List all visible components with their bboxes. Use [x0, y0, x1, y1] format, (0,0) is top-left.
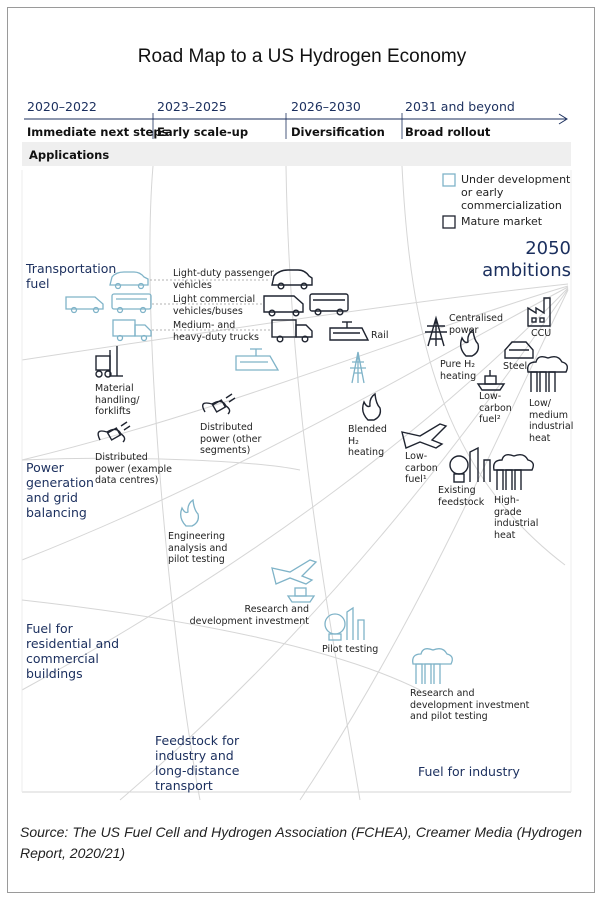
industrial-heat-rd-icon [412, 648, 453, 684]
label-rd-investment: Research and development investment [189, 604, 309, 627]
plug-icon [202, 393, 236, 415]
phase-years-2: 2023–2025 [157, 99, 227, 114]
label-low-carbon-fuel-1: Low-carbon fuel¹ [405, 451, 438, 485]
label-centralised-power: Centralised power [449, 313, 504, 336]
label-ccu: CCU [531, 328, 552, 339]
phase-years-4: 2031 and beyond [405, 99, 515, 114]
sector-feedstock: Feedstock for industry and long-distance… [155, 733, 240, 793]
pylon-mature-icon [425, 315, 447, 347]
phase-name-1: Immediate next steps [27, 125, 169, 139]
applications-band [22, 142, 571, 166]
car-mature-icon [271, 269, 313, 290]
label-light-duty: Light-duty passenger vehicles [173, 268, 274, 291]
refinery-pilot-icon [324, 606, 365, 641]
label-pure-h2-heating: Pure H₂ heating [440, 359, 477, 382]
forklift-mature-icon [95, 346, 123, 378]
truck-mature-icon [271, 319, 313, 343]
van-icon [65, 296, 104, 314]
phase-name-3: Diversification [291, 125, 385, 139]
diagram-title: Road Map to a US Hydrogen Economy [137, 46, 467, 67]
applications-label: Applications [29, 148, 110, 162]
steel-mature-icon [504, 341, 534, 359]
sector-residential: Fuel for residential and commercial buil… [26, 621, 120, 681]
aircraft-mature-icon [401, 423, 448, 449]
label-existing-feedstock: Existing feedstock [438, 485, 485, 508]
factory-ccu-mature-icon [527, 297, 551, 327]
label-rd-investment-pilot: Research and development investment and … [410, 688, 530, 722]
label-medium-heavy: Medium- and heavy-duty trucks [173, 320, 259, 343]
label-light-commercial: Light commercial vehicles/buses [173, 294, 256, 317]
flame-blended-icon [361, 392, 382, 421]
label-distributed-example: Distributed power (example data centres) [95, 452, 172, 486]
train-mature-icon [329, 321, 370, 341]
vehicle-connectors [150, 279, 270, 331]
ambitions-label: 2050 ambitions [482, 238, 571, 282]
truck-icon [112, 319, 152, 342]
high-grade-heat-mature-icon [492, 453, 535, 490]
ship-icon [476, 370, 506, 391]
label-rail: Rail [371, 330, 389, 341]
legend-under-development-label: Under development or early commercializa… [461, 173, 571, 212]
figure-frame [7, 7, 595, 893]
pylon-icon [350, 351, 366, 384]
sector-power: Power generation and grid balancing [26, 460, 94, 520]
source-note: Source: The US Fuel Cell and Hydrogen As… [20, 824, 582, 861]
ambitions-word: ambitions [482, 260, 571, 281]
flame-engineering-icon [180, 498, 200, 527]
sector-industry: Fuel for industry [418, 764, 520, 779]
train-icon [235, 348, 280, 371]
plug-data-centre-icon [97, 421, 131, 443]
label-steel: Steel [503, 361, 528, 372]
sector-transportation: Transportation fuel [26, 261, 117, 291]
refinery-mature-icon [449, 446, 491, 483]
legend-mature-market-swatch [442, 215, 456, 229]
label-blended-h2-heating: Blended H₂ heating [348, 424, 387, 458]
legend-mature-market-label: Mature market [461, 215, 543, 228]
car-icon [109, 271, 149, 290]
label-low-medium-heat: Low/ medium industrial heat [529, 398, 574, 444]
phase-years-1: 2020–2022 [27, 99, 97, 114]
phase-name-4: Broad rollout [405, 125, 491, 139]
label-engineering-analysis: Engineering analysis and pilot testing [168, 531, 228, 565]
label-high-grade-heat: High-grade industrial heat [494, 495, 539, 541]
bus-icon [111, 293, 152, 314]
label-pilot-testing: Pilot testing [322, 644, 379, 655]
legend-under-development-swatch [442, 173, 456, 187]
phase-dividers [152, 113, 403, 139]
label-low-carbon-fuel-2: Low-carbon fuel² [479, 391, 512, 425]
flame-pure-h2-icon [459, 328, 480, 357]
label-material-handling: Material handling/ forklifts [95, 383, 140, 417]
radial-grid [21, 165, 572, 801]
van-mature-icon [263, 295, 304, 317]
ship-rd-icon [286, 587, 316, 603]
ambitions-year: 2050 [525, 238, 571, 259]
industrial-heat-mature-icon [526, 355, 569, 392]
phase-name-2: Early scale-up [157, 125, 249, 139]
aircraft-icon [271, 559, 318, 585]
timeline-arrow [24, 113, 568, 125]
bus-mature-icon [309, 293, 349, 316]
phase-years-3: 2026–2030 [291, 99, 361, 114]
label-distributed-other: Distributed power (other segments) [200, 422, 262, 456]
